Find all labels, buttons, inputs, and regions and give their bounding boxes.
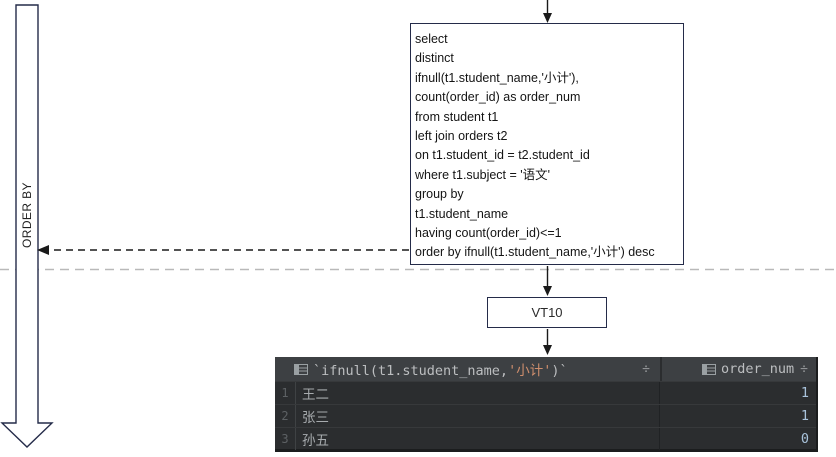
cell-student-name[interactable]: 王二 [302, 387, 329, 403]
sort-icon[interactable]: ÷ [800, 361, 808, 377]
table-row[interactable]: 3 孙五 0 [275, 427, 816, 450]
flow-arrow-sql-to-vt10-head [543, 286, 552, 296]
vt10-box: VT10 [487, 297, 607, 328]
cell-order-num[interactable]: 1 [659, 405, 816, 427]
sql-line: ifnull(t1.student_name,'小计'), [415, 70, 579, 85]
cell-student-name[interactable]: 张三 [302, 410, 329, 426]
flow-arrow-top-head [543, 13, 552, 23]
cell-order-num[interactable]: 0 [659, 428, 816, 450]
result-grid-header: `ifnull(t1.student_name,'小计')` ÷ order_n… [275, 357, 816, 381]
sql-line: from student t1 [415, 109, 499, 124]
sql-box: select distinct ifnull(t1.student_name,'… [410, 23, 684, 265]
table-icon [294, 363, 308, 375]
row-number[interactable]: 1 [275, 382, 296, 404]
table-icon [702, 363, 717, 375]
column-header-order-num[interactable]: order_num ÷ [660, 357, 816, 381]
sql-line: on t1.student_id = t2.student_id [415, 148, 590, 163]
table-row[interactable]: 1 王二 1 [275, 381, 816, 404]
flow-arrow-vt10-to-grid-head [543, 345, 552, 355]
sort-icon[interactable]: ÷ [642, 361, 650, 377]
row-number[interactable]: 2 [275, 405, 296, 427]
order-by-label: ORDER BY [20, 182, 34, 248]
vt10-label: VT10 [531, 305, 563, 320]
sql-line: count(order_id) as order_num [415, 90, 581, 105]
result-grid: `ifnull(t1.student_name,'小计')` ÷ order_n… [275, 357, 818, 452]
dashed-return-arrowhead [37, 245, 49, 255]
sql-line: where t1.subject = '语文' [415, 167, 551, 182]
cell-order-num[interactable]: 1 [659, 382, 816, 404]
sql-line: left join orders t2 [415, 129, 508, 144]
row-number[interactable]: 3 [275, 428, 296, 450]
column-header-label: `ifnull(t1.student_name,'小计')` [313, 363, 568, 379]
sql-line: having count(order_id)<=1 [415, 226, 562, 241]
column-header-label: order_num [721, 361, 795, 377]
sql-line: t1.student_name [415, 206, 509, 221]
cell-student-name[interactable]: 孙五 [302, 433, 329, 449]
column-header-ifnull[interactable]: `ifnull(t1.student_name,'小计')` ÷ [275, 357, 660, 381]
sql-line: select [415, 32, 448, 46]
sql-line: distinct [415, 51, 454, 66]
table-row[interactable]: 2 张三 1 [275, 404, 816, 427]
sql-line: order by ifnull(t1.student_name,'小计') de… [415, 245, 655, 260]
sql-line: group by [415, 187, 464, 202]
order-by-arrow [0, 4, 54, 448]
